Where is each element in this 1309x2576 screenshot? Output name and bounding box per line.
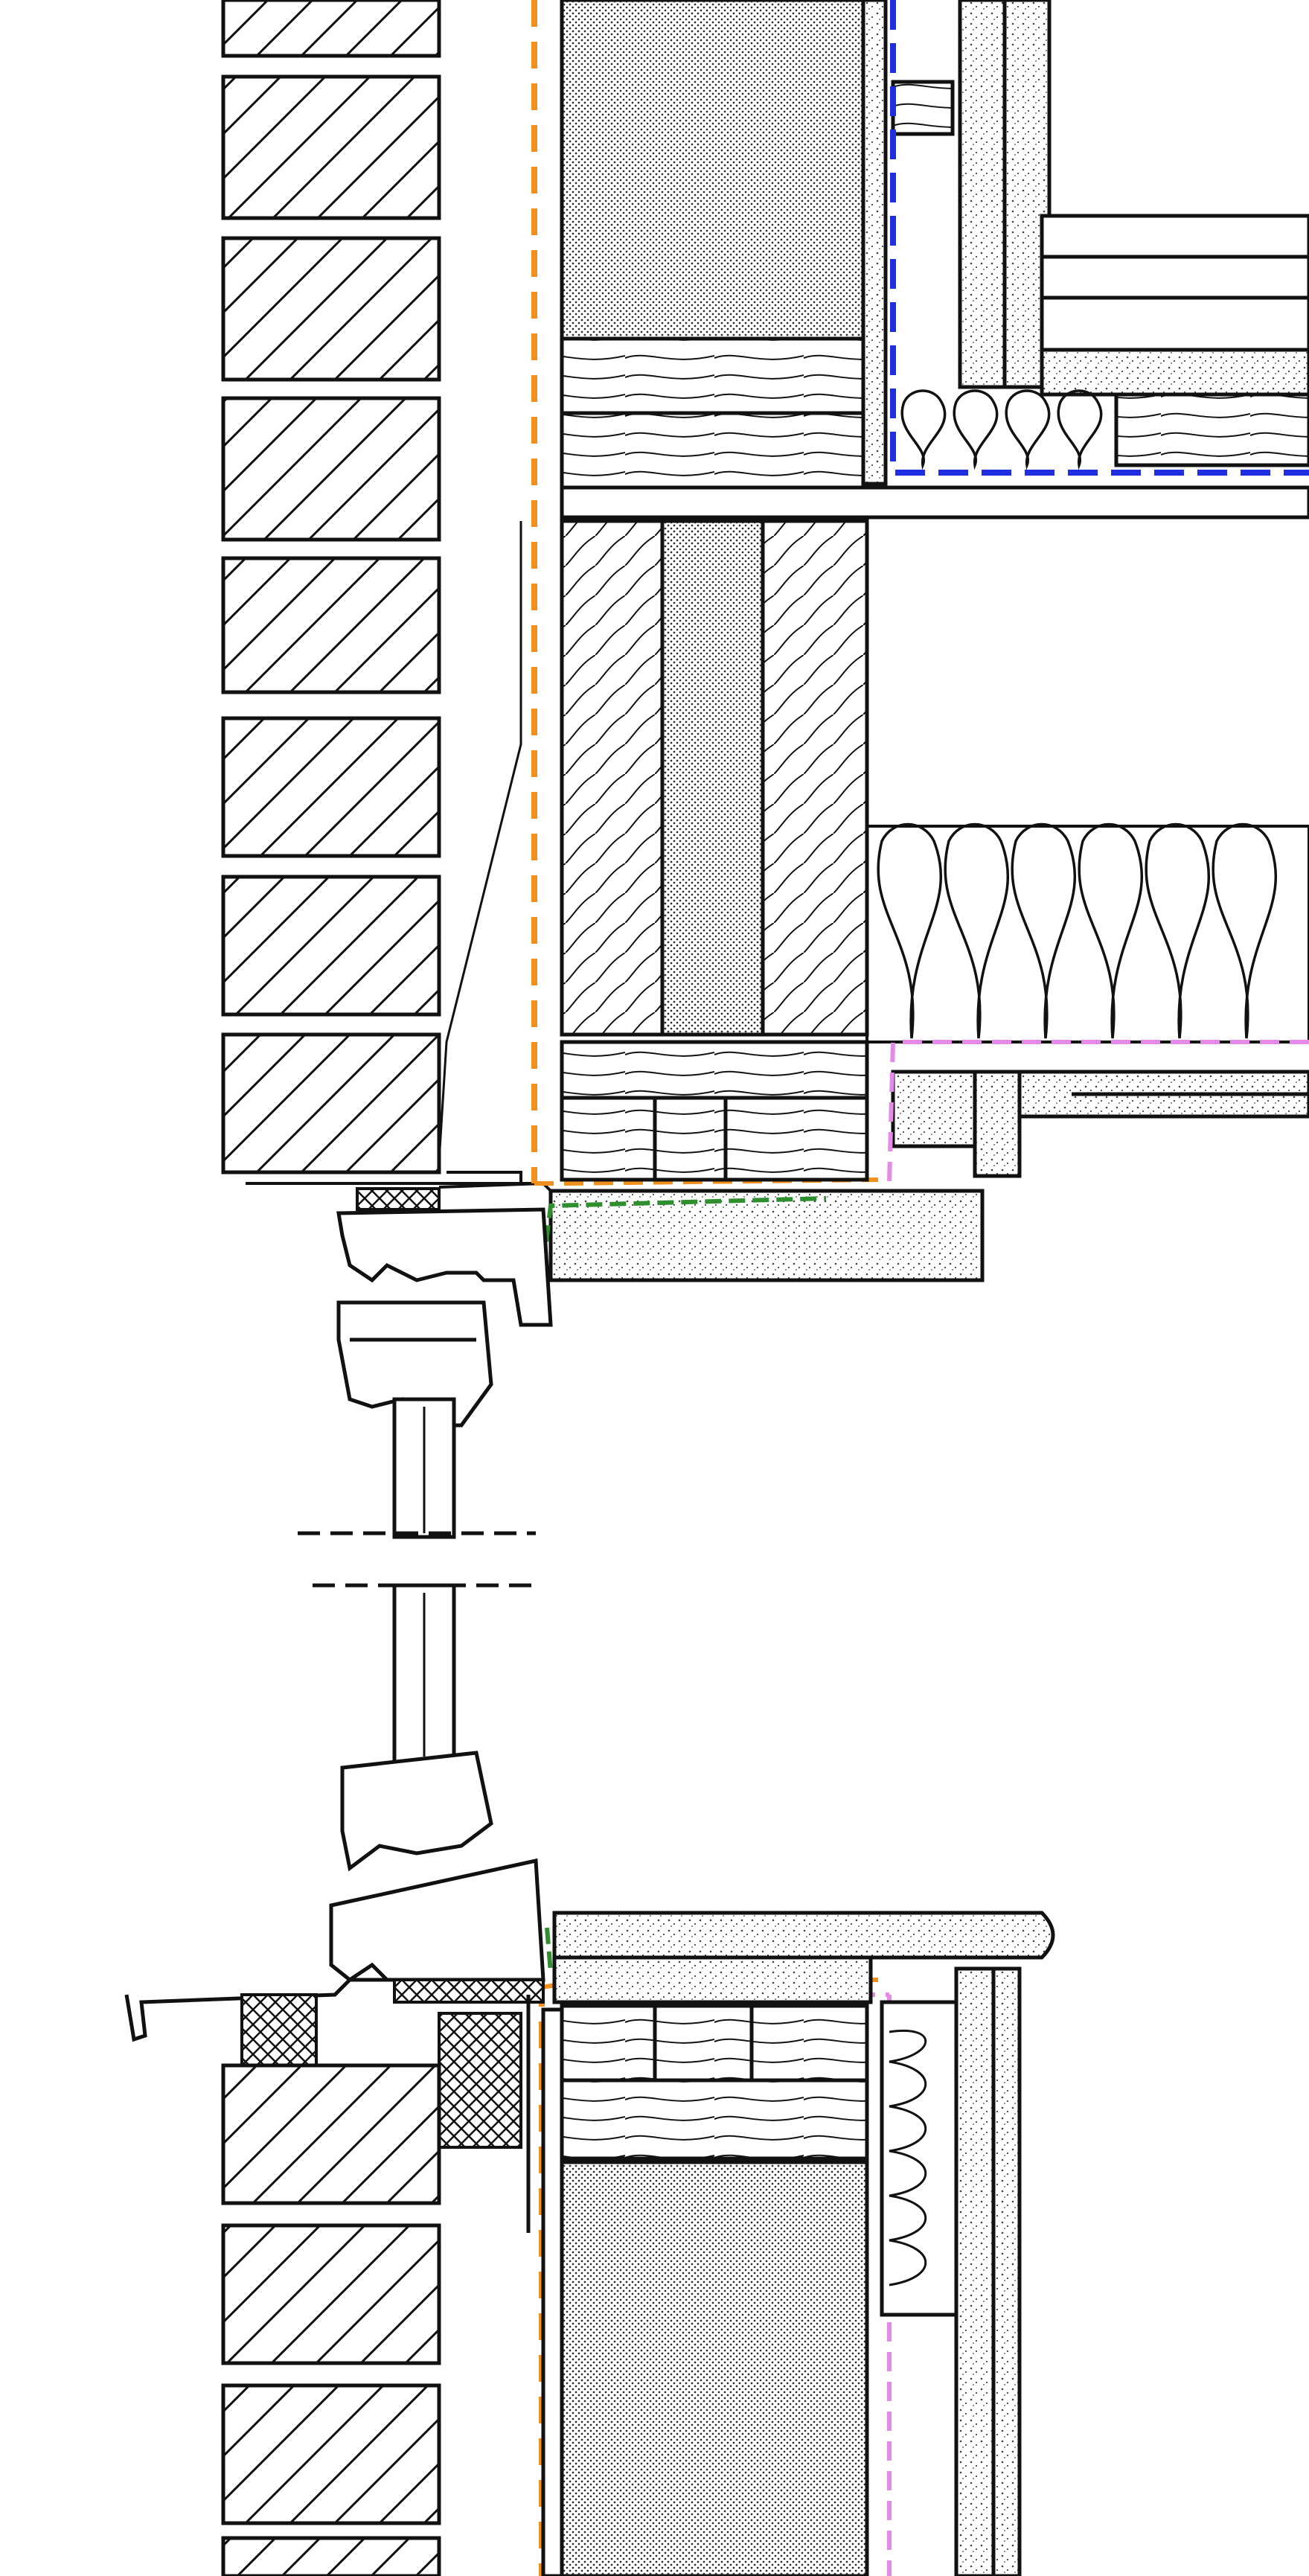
interior-lining: [548, 0, 1309, 1282]
insulated-wall-panel: [560, 0, 888, 490]
window-head-frame: [336, 1207, 553, 1428]
ceiling-batt-insulation: [865, 389, 1309, 1043]
sill-flashing: [240, 1978, 545, 2233]
window-glazing: [298, 1397, 536, 1766]
service-cavity-membrane: [890, 0, 1309, 476]
air-barrier-tape: [541, 1196, 841, 1975]
interior-sill-board: [552, 1911, 1055, 2004]
head-flashing: [246, 1171, 552, 1211]
floor-joist: [560, 485, 1309, 1182]
brick-veneer-upper: [221, 0, 441, 1174]
lower-lining: [880, 1966, 1022, 2576]
brick-veneer-lower: [221, 2063, 441, 2576]
timber-plates: [541, 2004, 869, 2576]
window-sill-frame: [124, 1751, 545, 2042]
